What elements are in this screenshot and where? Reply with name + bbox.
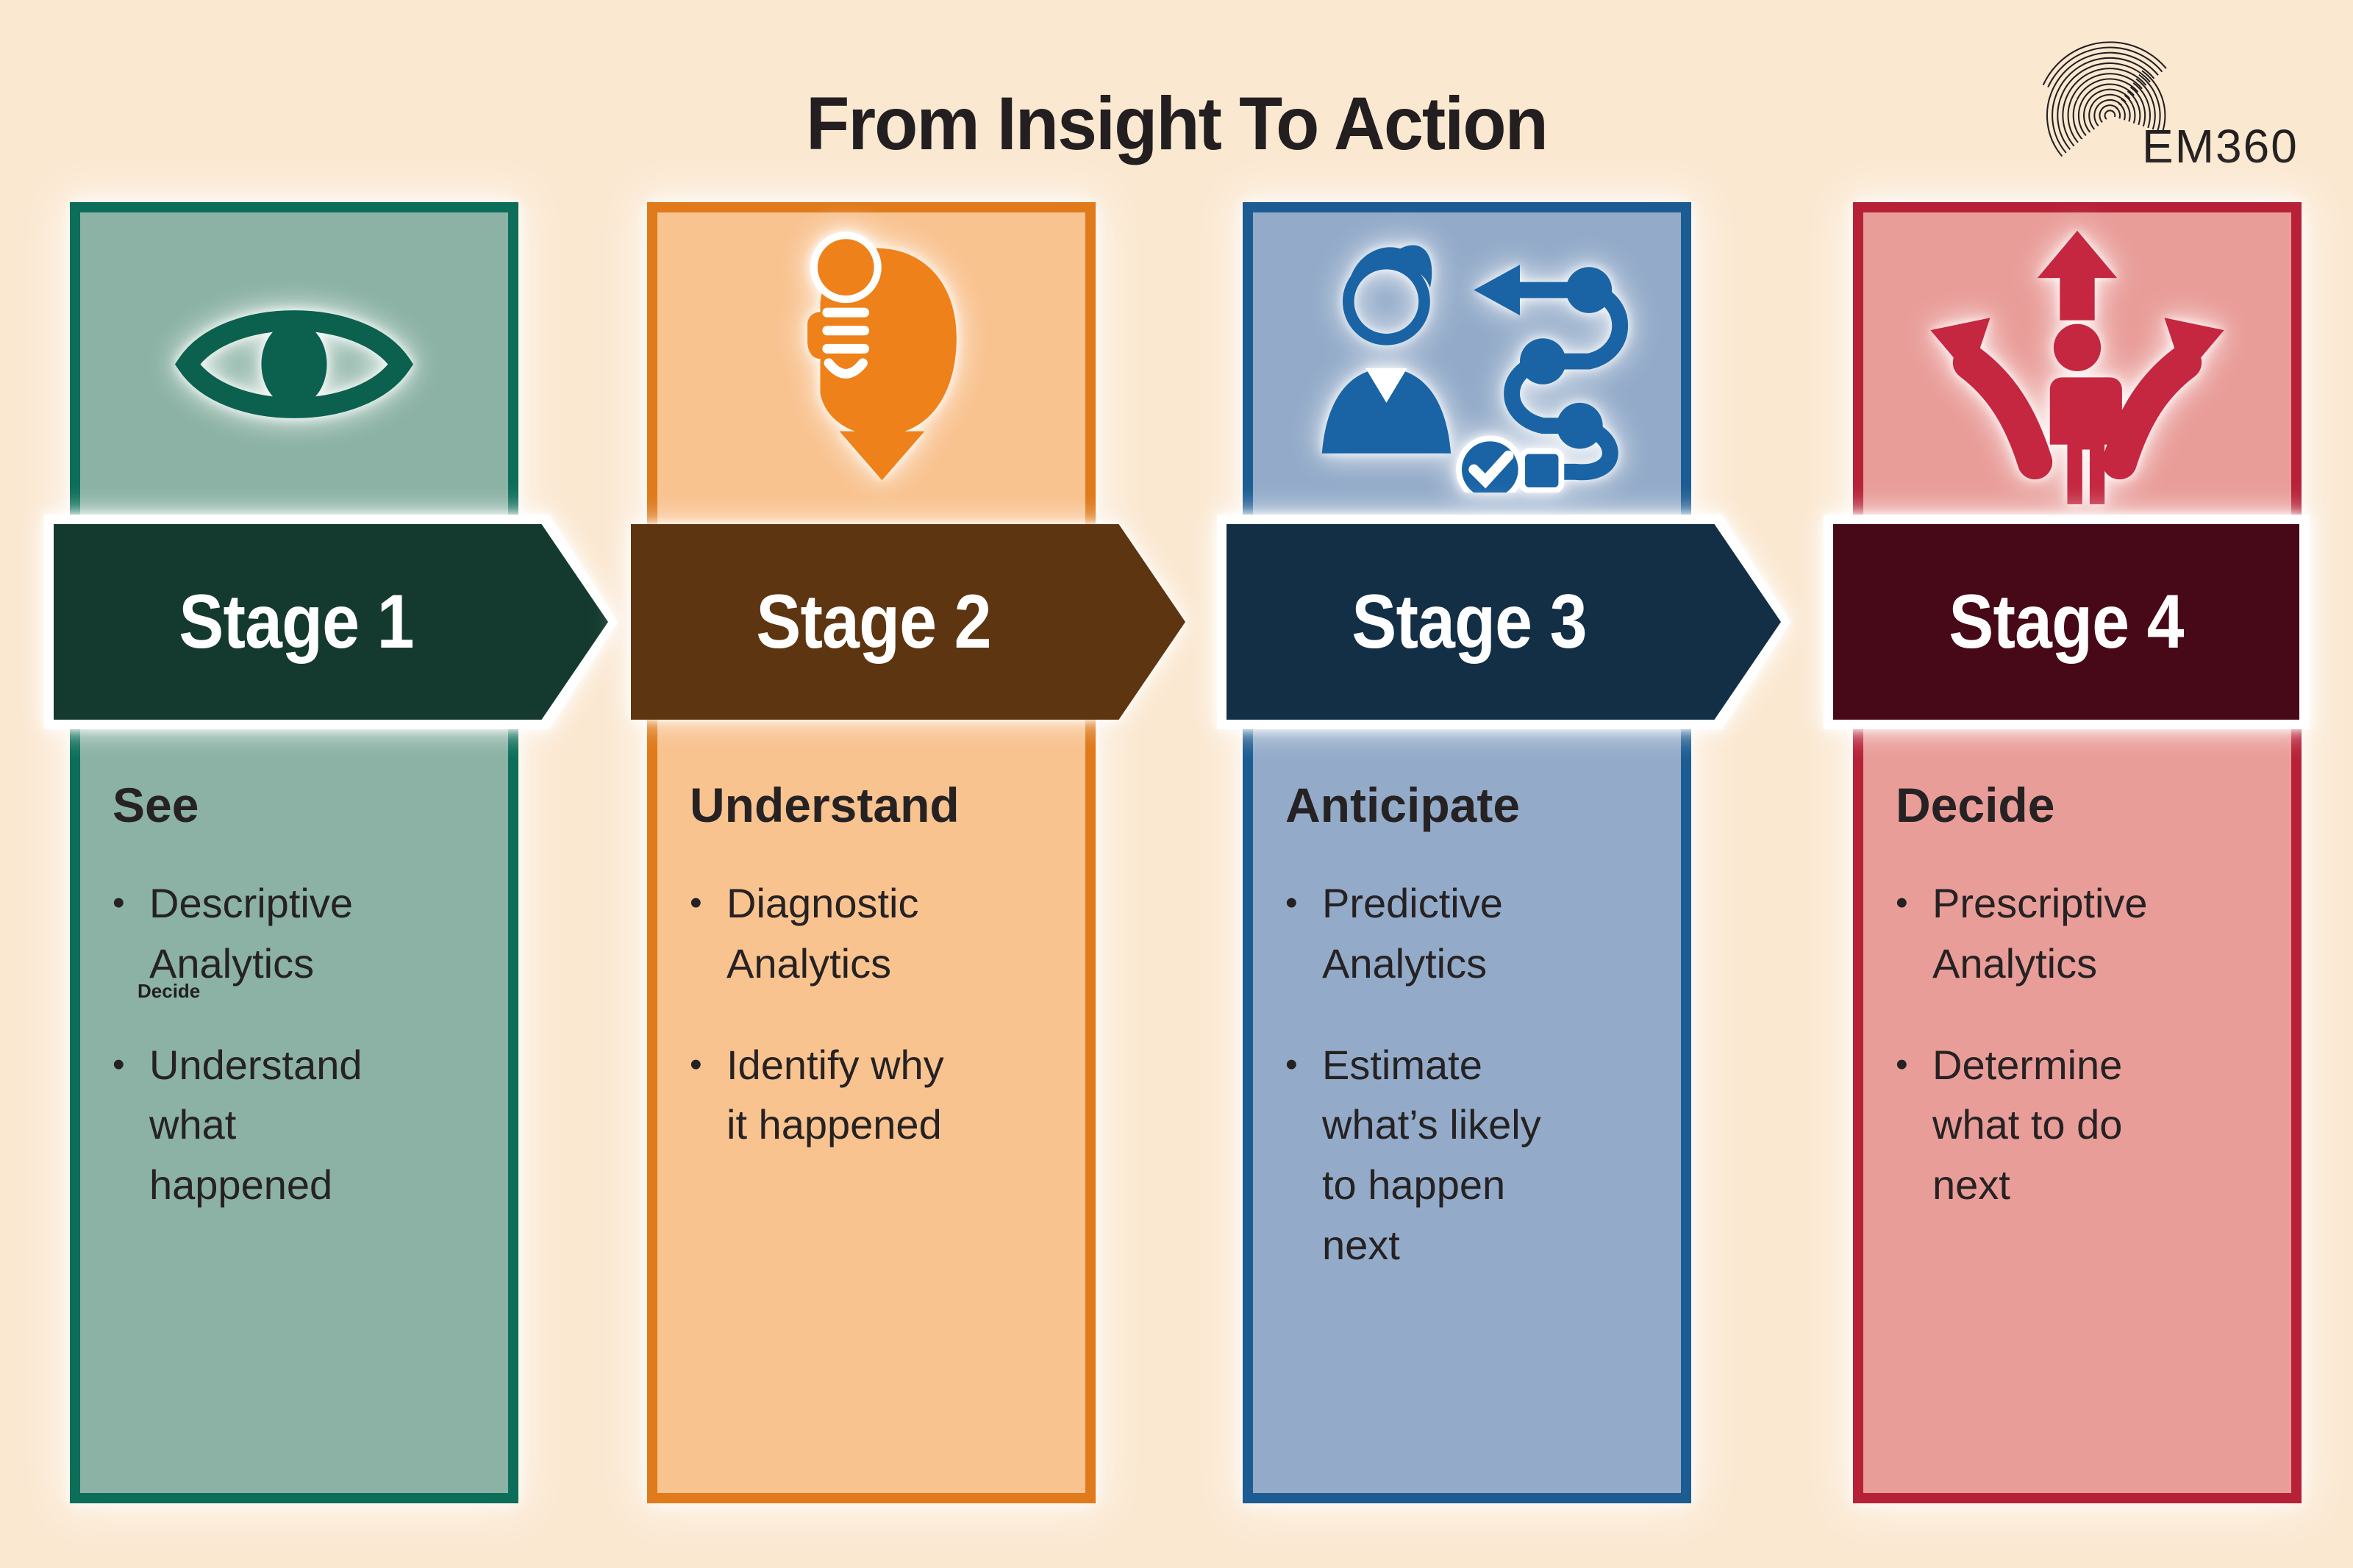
stage-4-banner-fill xyxy=(1833,524,2299,720)
stage-2-bullets: Diagnostic Analytics Identify why it hap… xyxy=(690,873,1057,1155)
list-item: Prescriptive Analytics xyxy=(1896,873,2263,994)
stage-1-text: See Descriptive Analytics Understand wha… xyxy=(113,777,480,1215)
list-item: Predictive Analytics xyxy=(1285,873,1653,994)
list-item: Descriptive Analytics xyxy=(113,873,480,994)
stray-decide-text: Decide xyxy=(138,980,201,1002)
stage-3-banner-fill xyxy=(1227,524,1781,720)
stage-4-heading: Decide xyxy=(1896,778,2055,832)
stage-3-heading: Anticipate xyxy=(1285,778,1521,832)
stage-1-banner-fill xyxy=(54,524,608,720)
stage-2-banner-fill xyxy=(631,524,1185,720)
stage-column-3: Stage 3 Anticipate Predictive Analytics … xyxy=(1217,202,1790,1503)
em360-logo: EM360 xyxy=(2033,22,2313,176)
person-process-icon xyxy=(1294,228,1640,504)
stage-1-banner: Stage 1 xyxy=(44,515,618,729)
stage-3-banner-label: Stage 3 xyxy=(1352,579,1587,665)
stage-1-bullets: Descriptive Analytics Understand what ha… xyxy=(113,873,480,1215)
stage-column-1: Stage 1 Decide See Descriptive Analytics… xyxy=(44,202,618,1503)
head-lightbulb-icon xyxy=(765,218,978,488)
list-item: Understand what happened xyxy=(113,1035,480,1215)
stage-1-heading: See xyxy=(113,778,199,832)
person-direction-arrows-icon xyxy=(1915,226,2239,508)
em360-shell-icon xyxy=(2035,41,2185,176)
stage-4-banner-label: Stage 4 xyxy=(1949,579,2184,665)
stage-4-banner: Stage 4 xyxy=(1824,515,2309,729)
list-item: Diagnostic Analytics xyxy=(690,873,1057,994)
stage-2-heading: Understand xyxy=(690,778,960,832)
stage-4-text: Decide Prescriptive Analytics Determine … xyxy=(1896,777,2263,1215)
page-title: From Insight To Action xyxy=(806,82,1549,166)
stage-3-banner: Stage 3 xyxy=(1217,515,1790,729)
stage-column-4: Stage 4 Decide Prescriptive Analytics De… xyxy=(1824,202,2309,1503)
stage-1-banner-label: Stage 1 xyxy=(179,579,414,665)
stage-2-text: Understand Diagnostic Analytics Identify… xyxy=(690,777,1057,1155)
stage-1-panel xyxy=(70,202,518,1503)
stage-2-banner-label: Stage 2 xyxy=(756,579,991,665)
list-item: Determine what to do next xyxy=(1896,1035,2263,1215)
list-item: Identify why it happened xyxy=(690,1035,1057,1156)
stage-2-banner: Stage 2 xyxy=(621,515,1195,729)
em360-logo-text: EM360 xyxy=(2142,120,2299,173)
stage-3-text: Anticipate Predictive Analytics Estimate… xyxy=(1285,777,1653,1275)
eye-icon xyxy=(173,279,415,453)
stage-3-panel xyxy=(1243,202,1691,1503)
stage-column-2: Stage 2 Understand Diagnostic Analytics … xyxy=(631,202,1185,1503)
stage-4-panel xyxy=(1853,202,2302,1503)
stage-3-bullets: Predictive Analytics Estimate what’s lik… xyxy=(1285,873,1653,1275)
list-item: Estimate what’s likely to happen next xyxy=(1285,1035,1653,1275)
stage-4-bullets: Prescriptive Analytics Determine what to… xyxy=(1896,873,2263,1215)
